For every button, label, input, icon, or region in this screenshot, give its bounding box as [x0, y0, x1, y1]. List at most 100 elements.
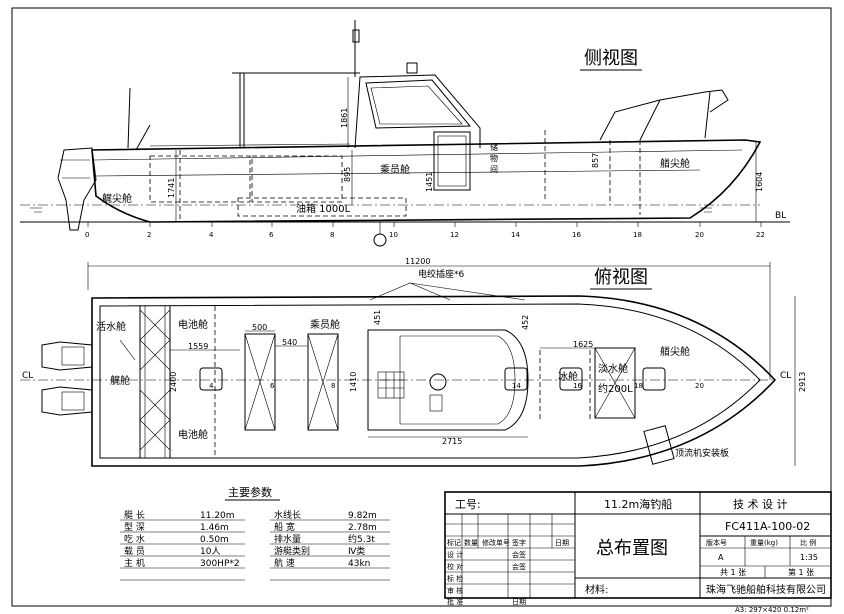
svg-text:0.50m: 0.50m [200, 535, 229, 545]
svg-text:共 1 张: 共 1 张 [720, 568, 746, 577]
top-cabin-roof [367, 329, 529, 431]
bl-label: BL [775, 211, 786, 221]
svg-text:451: 451 [373, 310, 382, 325]
svg-text:重量(kg): 重量(kg) [750, 539, 778, 547]
svg-text:6: 6 [270, 382, 275, 390]
svg-text:20: 20 [695, 231, 704, 239]
svg-text:10: 10 [389, 231, 398, 239]
top-dimensions: 500 540 1559 451 452 1625 2715 1410 2400… [169, 296, 807, 466]
svg-text:2: 2 [147, 231, 151, 239]
svg-text:8: 8 [330, 231, 334, 239]
fuel-tank-outline [237, 197, 407, 217]
svg-text:14: 14 [511, 231, 520, 239]
svg-text:11.20m: 11.20m [200, 511, 235, 521]
svg-text:4: 4 [209, 382, 214, 390]
svg-text:航 速: 航 速 [274, 557, 295, 569]
svg-text:18: 18 [633, 231, 642, 239]
svg-text:签字: 签字 [512, 538, 526, 547]
svg-text:540: 540 [282, 338, 297, 347]
svg-text:1.46m: 1.46m [200, 523, 229, 533]
top-ice-cabin-label: 冰舱 [558, 370, 578, 383]
cl-left: CL [22, 371, 33, 381]
svg-text:主 机: 主 机 [124, 557, 145, 569]
side-dimensions: 1861 895 1741 1451 857 1604 [167, 77, 764, 222]
svg-text:9.82m: 9.82m [348, 511, 377, 521]
side-passenger-cabin-label: 乘员舱 [380, 163, 410, 176]
svg-text:版本号: 版本号 [706, 538, 727, 547]
main-parameters: 主要参数 艇 长 11.20m 型 深 1.46m 吃 水 0.50m 载 员 … [120, 485, 390, 581]
title-block: 工号: 11.2m海钓船 技 术 设 计 FC411A-100-02 总布置图 … [444, 491, 832, 606]
propeller-icon [373, 233, 387, 247]
dim-1451: 1451 [425, 172, 434, 192]
top-stations: 4 6 8 14 16 18 20 [209, 382, 704, 390]
svg-text:第 1 张: 第 1 张 [788, 567, 814, 577]
svg-text:6: 6 [269, 231, 274, 239]
top-seat-2 [307, 333, 339, 431]
svg-text:批 准: 批 准 [447, 597, 463, 606]
top-seat-1 [244, 333, 276, 431]
svg-text:排水量: 排水量 [274, 533, 301, 545]
svg-text:载 员: 载 员 [124, 545, 145, 557]
svg-text:2913: 2913 [798, 372, 807, 392]
socket-label: 电绞插座*6 [418, 268, 465, 280]
svg-text:标记: 标记 [447, 538, 461, 547]
svg-text:校 对: 校 对 [447, 562, 463, 571]
svg-text:审 核: 审 核 [447, 586, 463, 595]
top-thruster-label: 顶流机安装板 [675, 447, 729, 459]
svg-text:500: 500 [252, 323, 267, 332]
svg-text:22: 22 [756, 231, 765, 239]
svg-text:吃 水: 吃 水 [124, 533, 145, 545]
svg-text:日期: 日期 [512, 598, 526, 606]
svg-text:8: 8 [331, 382, 335, 390]
bow-rail [599, 89, 723, 141]
svg-text:会签: 会签 [512, 550, 526, 559]
dim-857: 857 [591, 153, 600, 168]
svg-text:300HP*2: 300HP*2 [200, 559, 240, 569]
top-fresh-water-label: 淡水舱 [598, 362, 628, 375]
svg-text:16: 16 [572, 231, 581, 239]
top-battery-top-label: 电池舱 [178, 318, 208, 331]
drawing-name: 总布置图 [596, 538, 668, 559]
top-view: 俯视图 11200 电绞插座*6 CL CL [20, 257, 807, 467]
svg-text:2400: 2400 [169, 372, 178, 392]
svg-text:约5.3t: 约5.3t [348, 533, 375, 545]
svg-text:12: 12 [450, 231, 459, 239]
svg-text:水线长: 水线长 [274, 509, 301, 521]
dim-1604: 1604 [755, 172, 764, 192]
hatch-ice [559, 367, 583, 391]
svg-text:数量: 数量 [464, 538, 478, 547]
side-hull-outline [91, 139, 762, 223]
svg-text:16: 16 [573, 382, 582, 390]
svg-text:4: 4 [209, 231, 214, 239]
side-storage-label: 储物间 [490, 142, 498, 174]
storage-door [433, 131, 471, 191]
svg-text:会签: 会签 [512, 562, 526, 571]
svg-text:2.78m: 2.78m [348, 523, 377, 533]
company-name: 珠海飞驰船舶科技有限公司 [706, 583, 826, 596]
svg-text:船 宽: 船 宽 [274, 521, 295, 533]
project-label: 工号: [455, 498, 481, 511]
svg-text:1410: 1410 [349, 372, 358, 392]
dim-1741: 1741 [167, 178, 176, 198]
dim-1861: 1861 [340, 108, 349, 128]
svg-text:10人: 10人 [200, 546, 220, 557]
svg-text:设 计: 设 计 [447, 550, 463, 559]
cl-right: CL [780, 371, 791, 381]
top-view-title: 俯视图 [594, 267, 648, 288]
material-label: 材料: [585, 583, 608, 596]
top-battery-bottom-label: 电池舱 [178, 428, 208, 441]
params-title: 主要参数 [228, 485, 272, 499]
svg-text:日期: 日期 [555, 539, 569, 547]
hatch-aft [199, 367, 223, 391]
svg-text:艇 长: 艇 长 [124, 509, 145, 521]
svg-text:Ⅳ类: Ⅳ类 [348, 545, 365, 557]
dim-895: 895 [343, 167, 352, 182]
svg-text:2715: 2715 [442, 437, 462, 446]
hatch-mid [504, 367, 528, 391]
svg-text:型 深: 型 深 [124, 522, 145, 533]
svg-text:0: 0 [85, 231, 89, 239]
top-hull-outline [91, 295, 777, 467]
hatch-bow [642, 367, 666, 391]
paper-size: A3: 297×420 0.12m² [735, 606, 809, 614]
